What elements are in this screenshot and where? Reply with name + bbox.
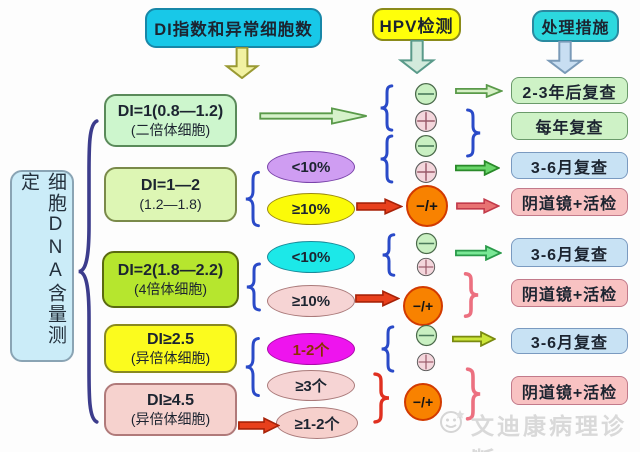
down-arrow-icon: [224, 47, 260, 79]
brace-hpv-pair4: [380, 325, 396, 373]
di-box-3-desc: (4倍体细胞): [133, 280, 208, 297]
brace-row4-ovals: [244, 336, 262, 398]
brace-annual-review: [464, 108, 482, 158]
brace-colposcopy-2: [462, 272, 480, 318]
oval-lt10-row2: <10%: [267, 151, 355, 183]
brace-high-count-group: [371, 372, 391, 424]
right-arrow-icon: [455, 160, 500, 176]
oval-ge10-row2: ≥10%: [267, 193, 355, 225]
di-box-3: DI=2(1.8—2.2) (4倍体细胞): [102, 251, 239, 308]
right-arrow-icon: [258, 107, 370, 125]
down-arrow-icon: [398, 40, 436, 74]
hpv-positive-circle: [415, 110, 437, 132]
brace-hpv-pair2: [379, 134, 395, 184]
red-arrow-icon: [355, 290, 400, 307]
outcome-colposcopy-1: 阴道镜+活检: [511, 188, 628, 216]
brace-colposcopy-3: [464, 367, 482, 421]
di-box-5: DI≥4.5 (异倍体细胞): [104, 383, 237, 436]
right-arrow-icon: [452, 331, 496, 347]
outcome-review-3-6mo-3: 3-6月复查: [511, 328, 628, 354]
main-group-brace: [76, 108, 102, 435]
hpv-negative-circle: [415, 324, 438, 347]
down-arrow-icon: [546, 41, 584, 74]
hpv-mixed-circle: −/+: [403, 286, 443, 326]
di-box-4-desc: (异倍体细胞): [130, 349, 211, 366]
brace-row3-ovals: [245, 262, 263, 312]
smiley-logo-icon: [440, 410, 465, 433]
di-box-5-value: DI≥4.5: [146, 391, 195, 409]
di-box-4: DI≥2.5 (异倍体细胞): [104, 324, 237, 373]
oval-ge3-cells: ≥3个: [267, 370, 355, 401]
di-box-2: DI=1—2 (1.2—1.8): [104, 167, 237, 222]
watermark-brand: 文迪康病理诊断: [471, 413, 627, 452]
outcome-review-3-6mo-2: 3-6月复查: [511, 238, 628, 267]
brace-hpv-pair1: [379, 84, 395, 132]
right-arrow-icon: [456, 198, 500, 214]
outcome-colposcopy-2: 阴道镜+活检: [511, 279, 628, 307]
di-box-1-desc: (二倍体细胞): [130, 121, 211, 138]
dna-measure-label-box: 细胞DNA含量测定: [10, 170, 74, 362]
oval-ge1-2-cells: ≥1-2个: [276, 407, 358, 439]
hpv-positive-circle: [416, 352, 436, 372]
hpv-mixed-circle: −/+: [404, 383, 442, 421]
di-box-1: DI=1(0.8—1.2) (二倍体细胞): [104, 94, 237, 147]
oval-ge10-row3: ≥10%: [267, 285, 355, 317]
di-box-4-value: DI≥2.5: [146, 330, 195, 348]
right-arrow-icon: [455, 245, 502, 261]
red-arrow-icon: [356, 198, 403, 215]
brace-hpv-pair3: [381, 233, 397, 277]
di-box-5-desc: (异倍体细胞): [130, 410, 211, 427]
di-box-2-desc: (1.2—1.8): [139, 195, 202, 212]
header-measures: 处理措施: [532, 10, 619, 42]
outcome-review-3-6mo-1: 3-6月复查: [511, 152, 628, 179]
hpv-negative-circle: [415, 232, 438, 255]
hpv-mixed-circle: −/+: [406, 185, 448, 227]
hpv-negative-circle: [414, 82, 438, 106]
hpv-negative-circle: [414, 134, 438, 158]
hpv-positive-circle: [416, 257, 436, 277]
header-hpv-test: HPV检测: [372, 8, 461, 41]
di-box-2-value: DI=1—2: [140, 176, 201, 194]
red-arrow-icon: [238, 417, 280, 434]
di-box-3-value: DI=2(1.8—2.2): [117, 261, 224, 279]
hpv-positive-circle: [415, 161, 437, 183]
outcome-colposcopy-3: 阴道镜+活检: [511, 376, 628, 405]
outcome-review-2-3yr: 2-3年后复查: [511, 77, 628, 104]
header-di-index: DI指数和异常细胞数: [145, 8, 322, 48]
oval-1-2-cells: 1-2个: [267, 333, 355, 365]
di-box-1-value: DI=1(0.8—1.2): [117, 102, 224, 120]
outcome-annual-review: 每年复查: [511, 112, 628, 140]
right-arrow-icon: [455, 84, 503, 98]
oval-lt10-row3: <10%: [267, 241, 355, 273]
brace-row2-ovals: [244, 170, 262, 228]
